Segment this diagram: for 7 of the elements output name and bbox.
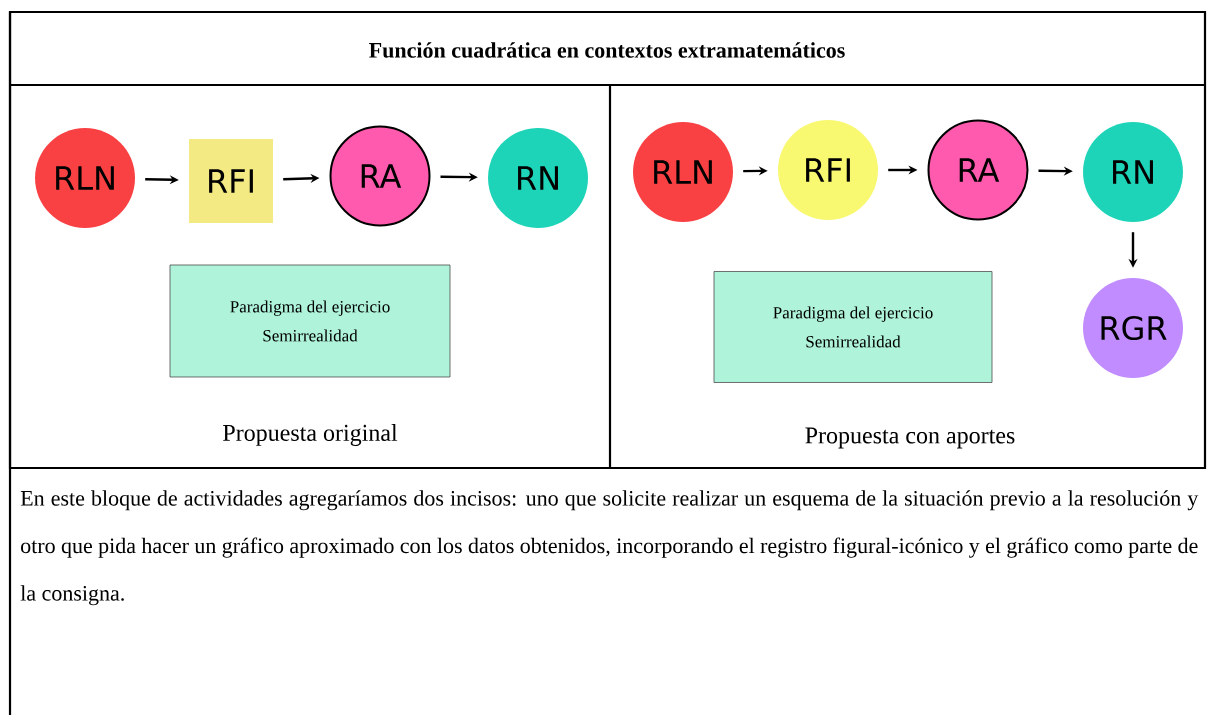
paradigm-box: Paradigma del ejercicio Semirrealidad: [713, 271, 993, 383]
register-square: RFI: [189, 139, 273, 223]
paradigm-box: Paradigma del ejercicio Semirrealidad: [169, 264, 451, 378]
panel-caption: Propuesta original: [223, 424, 398, 446]
paragraph: En este bloque de actividades agregaríamos dos incisos: uno que solicite realizar un esquema de la situación previo a la resolución y otro que pida hacer un gráfico aproximado con los datos obtenidos, incorporando el registro figural-icónico y el gráfico como parte de la consigna.: [20, 490, 1199, 606]
panel-caption: Propuesta con aportes: [805, 427, 1015, 449]
table-heading: Función cuadrática en contextos extramatemáticos: [369, 42, 845, 58]
